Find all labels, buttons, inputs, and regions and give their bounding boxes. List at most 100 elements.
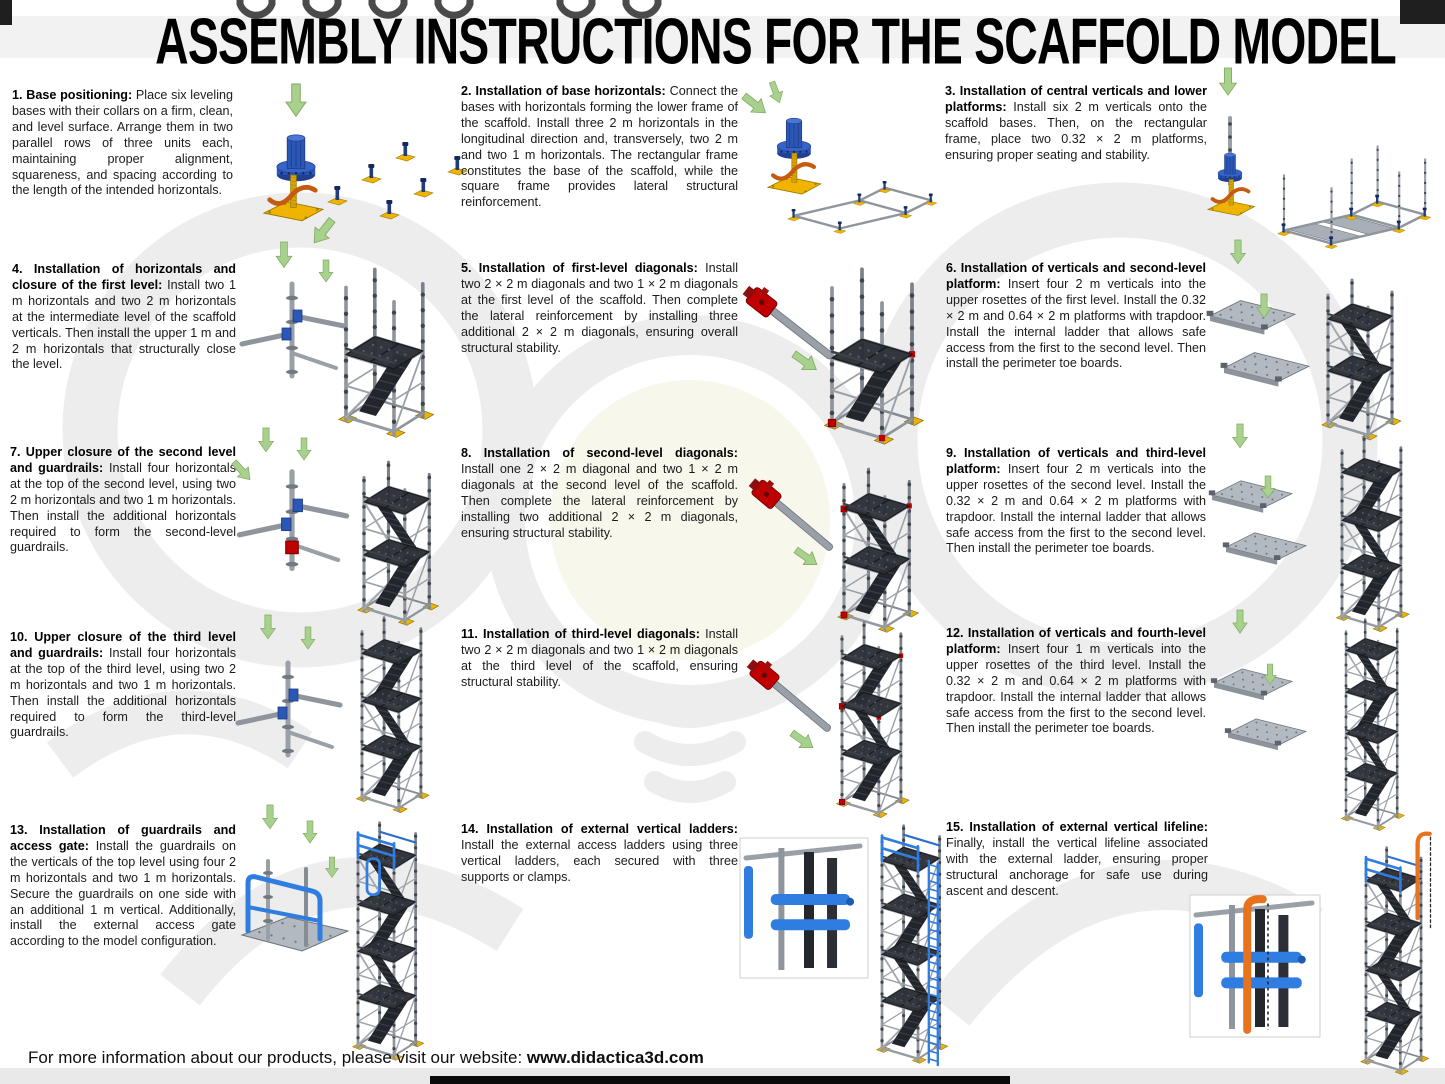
step-heading: 7. Upper closure of the second level and… <box>10 445 236 475</box>
leveling-collar-icon <box>276 134 316 182</box>
step-11-illustration <box>746 621 910 818</box>
leveling-base-icon <box>833 221 847 234</box>
step-14-text: 14. Installation of external vertical la… <box>461 822 738 886</box>
step-body: Install two 2 × 2 m diagonals and two 1 … <box>461 261 738 355</box>
leveling-base-icon <box>1418 207 1432 221</box>
step-heading: 11. Installation of third-level diagonal… <box>461 627 700 641</box>
footer-website-link[interactable]: www.didactica3d.com <box>526 1048 704 1067</box>
footer: For more information about our products,… <box>28 1048 704 1068</box>
leveling-base-icon <box>1392 220 1406 234</box>
step-heading: 1. Base positioning: <box>12 88 133 102</box>
diagonal-coupler-icon <box>748 478 834 551</box>
page-title: ASSEMBLY INSTRUCTIONS FOR THE SCAFFOLD M… <box>0 4 1445 78</box>
scaffold-tower-graphic <box>337 267 435 438</box>
step-body: Install two 2 × 2 m diagonals and two 1 … <box>461 627 739 689</box>
green-arrow-icon <box>318 259 334 283</box>
base-jack-icon <box>766 152 822 195</box>
platform-detail-icon <box>1224 718 1308 751</box>
step-heading: 15. Installation of external vertical li… <box>946 820 1208 834</box>
scaffold-tower-graphic <box>835 621 910 818</box>
scaffold-tower-graphic <box>1340 618 1405 831</box>
step-heading: 6. Installation of verticals and second-… <box>946 261 1206 291</box>
page-title-text: ASSEMBLY INSTRUCTIONS FOR THE SCAFFOLD M… <box>155 5 1397 78</box>
scaffold-tower-graphic <box>875 824 949 1067</box>
top-edge-glyph-fragments <box>236 0 662 19</box>
leveling-base-icon <box>1344 207 1359 221</box>
scaffold-tower-graphic <box>351 821 425 1061</box>
green-arrow-icon <box>1255 293 1273 319</box>
green-arrow-icon <box>313 217 336 244</box>
leveling-base-icon <box>924 193 938 206</box>
platform-detail-icon <box>1206 300 1297 335</box>
green-arrow-icon <box>789 729 814 749</box>
leveling-base-icon <box>379 200 400 220</box>
ladder-clamp-detail-photo <box>739 837 869 979</box>
green-arrow-icon <box>285 83 307 118</box>
green-arrow-icon <box>296 437 312 461</box>
step-body: Install the external access ladders usin… <box>461 837 738 884</box>
step-body: Insert four 2 m verticals into the upper… <box>946 461 1207 556</box>
step-body: Install the guardrails on the verticals … <box>10 838 237 949</box>
step-heading: 12. Installation of verticals and fourth… <box>946 626 1206 656</box>
green-arrow-icon <box>275 241 293 269</box>
step-6-illustration <box>1206 239 1402 441</box>
step-heading: 2. Installation of base horizontals: <box>461 84 666 98</box>
step-body: Install one 2 × 2 m diagonal and two 1 ×… <box>461 461 738 540</box>
green-arrow-icon <box>1260 475 1276 499</box>
green-arrow-icon <box>1263 663 1277 685</box>
leveling-base-icon <box>395 142 416 162</box>
step-10-illustration <box>235 614 430 813</box>
bulb-base-lines <box>629 691 751 803</box>
step-4-text: 4. Installation of horizontals and closu… <box>12 262 236 373</box>
platform-detail-icon <box>1208 480 1294 513</box>
diagonal-coupler-icon <box>746 659 832 732</box>
step-4-illustration <box>239 241 435 438</box>
leveling-base-icon <box>1276 223 1291 236</box>
step-body: Install six 2 m verticals onto the scaff… <box>945 99 1208 162</box>
guardrail-detail-graphic <box>240 859 350 952</box>
green-arrow-icon <box>741 92 766 114</box>
footer-text: For more information about our products,… <box>28 1048 527 1067</box>
leveling-base-icon <box>413 178 434 198</box>
step-3-text: 3. Installation of central verticals and… <box>945 84 1207 164</box>
step-5-illustration <box>742 267 925 445</box>
step-body: Place six leveling bases with their coll… <box>12 88 233 198</box>
step-heading: 8. Installation of second-level diagonal… <box>461 446 738 460</box>
step-1-text: 1. Base positioning: Place six leveling … <box>12 88 233 199</box>
green-arrow-icon <box>793 546 818 566</box>
step-14-illustration <box>739 824 949 1067</box>
step-heading: 9. Installation of verticals and third-l… <box>946 446 1206 476</box>
scaffold-tower-graphic <box>823 267 925 445</box>
step-body: Insert four 1 m verticals into the upper… <box>946 641 1207 736</box>
step-11-text: 11. Installation of third-level diagonal… <box>461 627 738 691</box>
step-13-text: 13. Installation of guardrails and acces… <box>10 823 236 950</box>
leveling-base-icon <box>878 180 892 194</box>
base-frame-graphic <box>1276 145 1432 249</box>
base-frame-graphic <box>787 180 938 234</box>
base-jack-icon <box>1206 179 1256 216</box>
table-edge-bar <box>430 1076 1010 1084</box>
step-heading: 10. Upper closure of the third level and… <box>10 630 236 660</box>
step-3-illustration <box>1206 67 1432 249</box>
scaffold-tower-graphic <box>1321 278 1402 441</box>
step-heading: 4. Installation of horizontals and closu… <box>12 262 236 292</box>
step-10-text: 10. Upper closure of the third level and… <box>10 630 236 741</box>
leveling-collar-icon <box>1217 152 1243 182</box>
platform-detail-icon <box>1220 352 1311 387</box>
base-jack-icon <box>262 174 325 222</box>
step-body: Install two 1 m horizontals and two 2 m … <box>12 277 236 372</box>
step-15-text: 15. Installation of external vertical li… <box>946 820 1208 900</box>
lifeline-detail-photo <box>1189 894 1321 1038</box>
step-8-illustration <box>748 467 920 633</box>
scaffold-tower-graphic <box>355 616 430 813</box>
step-heading: 13. Installation of guardrails and acces… <box>10 823 236 853</box>
step-12-illustration <box>1210 609 1405 831</box>
green-arrow-icon <box>768 80 784 104</box>
green-arrow-icon <box>791 350 817 371</box>
step-12-text: 12. Installation of verticals and fourth… <box>946 626 1206 737</box>
green-arrow-icon <box>1231 423 1249 449</box>
platform-detail-icon <box>1210 668 1294 701</box>
green-arrow-icon <box>325 856 339 878</box>
step-2-text: 2. Installation of base horizontals: Con… <box>461 84 738 211</box>
